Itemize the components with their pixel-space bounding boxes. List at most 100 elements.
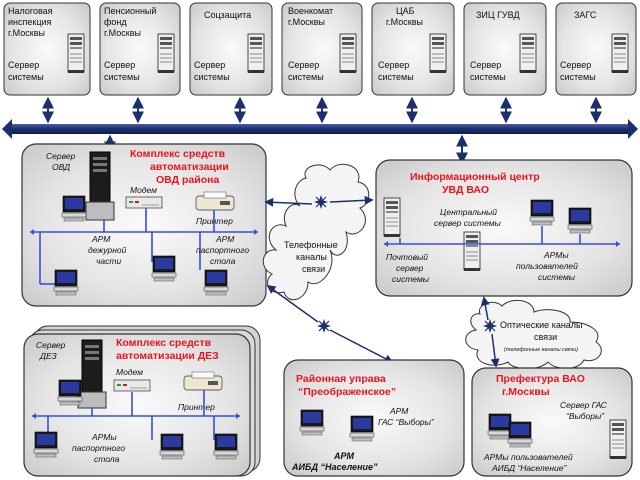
svg-text:г.Москвы: г.Москвы	[104, 28, 141, 38]
computer-icon	[33, 431, 59, 458]
info-mail-3: системы	[392, 274, 430, 284]
phone-cloud-3: связи	[302, 264, 325, 274]
star-node-icon	[316, 318, 332, 334]
svg-text:паспортного: паспортного	[72, 443, 125, 453]
ovd-complex: Сервер ОВД Комплекс средств автоматизаци…	[21, 143, 267, 307]
tax-title-1: Налоговая	[8, 6, 53, 16]
cab-server-2: системы	[378, 72, 414, 82]
ovd-server-icon	[85, 151, 115, 221]
svg-text:АИБД “Население”: АИБД “Население”	[291, 462, 378, 472]
svg-text:связи: связи	[302, 264, 325, 274]
svg-text:сервер системы: сервер системы	[434, 218, 502, 228]
tax-title-2: инспекция	[8, 17, 51, 27]
svg-text:Сервер: Сервер	[8, 60, 39, 70]
svg-text:АРМ: АРМ	[333, 451, 355, 461]
svg-text:фонд: фонд	[104, 17, 127, 27]
computer-icon	[57, 379, 83, 406]
server-tower-icon	[609, 419, 627, 460]
top-server-row: Налоговая инспекция г.Москвы Сервер сист…	[3, 2, 637, 96]
svg-text:“Преображенское”: “Преображенское”	[298, 386, 396, 398]
svg-text:связи: связи	[534, 332, 557, 342]
dez-server-label-2: ДЕЗ	[39, 351, 58, 361]
cab-title-2: г.Москвы	[386, 17, 423, 27]
svg-text:АИБД “Население”: АИБД “Население”	[491, 463, 567, 473]
svg-text:Модем: Модем	[116, 367, 143, 377]
ovd-server-label-2: ОВД	[52, 162, 70, 172]
server-tower-icon	[611, 33, 629, 74]
dez-arms-2: паспортного	[72, 443, 125, 453]
zic-title-1: ЗИЦ ГУВД	[476, 10, 520, 20]
svg-text:ГАС “Выборы”: ГАС “Выборы”	[378, 417, 435, 427]
svg-text:дежурной: дежурной	[88, 245, 127, 255]
svg-text:Налоговая: Налоговая	[8, 6, 53, 16]
ovd-arm-pass-1: АРМ	[215, 234, 235, 244]
social-server-2: системы	[194, 72, 230, 82]
server-tower-icon	[67, 33, 85, 74]
svg-text:АРМы: АРМы	[543, 250, 569, 260]
ovd-title-3: ОВД района	[156, 174, 219, 186]
svg-text:пользователей: пользователей	[516, 261, 578, 271]
svg-text:ДЕЗ: ДЕЗ	[39, 351, 58, 361]
computer-icon	[159, 433, 185, 460]
server-tower-icon	[247, 33, 265, 74]
uprava-aibd-1: АРМ	[333, 451, 355, 461]
dez-arms-1: АРМы	[91, 432, 117, 442]
svg-text:Соцзащита: Соцзащита	[204, 10, 251, 20]
cab-server-1: Сервер	[378, 60, 409, 70]
dez-printer-label: Принтер	[178, 402, 215, 412]
svg-text:АРМ: АРМ	[215, 234, 235, 244]
social-title-1: Соцзащита	[204, 10, 251, 20]
svg-text:АРМ: АРМ	[389, 406, 409, 416]
svg-text:УВД ВАО: УВД ВАО	[442, 184, 489, 196]
svg-text:Центральный: Центральный	[440, 207, 497, 217]
pref-title-2: г.Москвы	[502, 386, 550, 398]
ovd-arm-pass-2: паспортного	[196, 245, 249, 255]
svg-text:“Выборы”: “Выборы”	[566, 411, 605, 421]
info-central-2: сервер системы	[434, 218, 502, 228]
svg-text:Сервер: Сервер	[288, 60, 319, 70]
svg-text:Сервер: Сервер	[378, 60, 409, 70]
ovd-arm-pass-3: стола	[210, 256, 236, 266]
ovd-title-2: автоматизации	[150, 161, 229, 173]
pref-title-1: Префектура ВАО	[496, 373, 585, 385]
computer-icon	[299, 409, 325, 436]
svg-text:Сервер: Сервер	[104, 60, 135, 70]
svg-text:системы: системы	[392, 274, 430, 284]
optic-cloud-1: Оптические каналы	[500, 320, 583, 330]
svg-text:ЦАБ: ЦАБ	[396, 6, 415, 16]
svg-text:сервер: сервер	[396, 263, 424, 273]
server-tower-icon	[339, 33, 357, 74]
svg-text:АРМы пользователей: АРМы пользователей	[483, 452, 573, 462]
tax-server-1: Сервер	[8, 60, 39, 70]
modem-icon	[125, 196, 163, 209]
phone-channels-cloud: Телефонные каналы связи	[262, 163, 370, 334]
info-title-1: Информационный центр	[410, 171, 540, 183]
zags-server-1: Сервер	[560, 60, 591, 70]
computer-icon	[203, 269, 229, 296]
tax-server-2: системы	[8, 72, 44, 82]
computer-icon	[487, 413, 513, 440]
svg-text:Сервер: Сервер	[36, 340, 66, 350]
svg-text:г.Москвы: г.Москвы	[288, 17, 325, 27]
pref-gas-1: Сервер ГАС	[560, 400, 608, 410]
dez-server-label-1: Сервер	[36, 340, 66, 350]
military-server-2: системы	[288, 72, 324, 82]
svg-text:ОВД: ОВД	[52, 162, 70, 172]
pref-gas-2: “Выборы”	[566, 411, 605, 421]
svg-text:системы: системы	[538, 272, 576, 282]
svg-text:каналы: каналы	[296, 252, 327, 262]
uprava-gas-1: АРМ	[389, 406, 409, 416]
svg-text:Модем: Модем	[130, 185, 157, 195]
svg-text:стола: стола	[210, 256, 236, 266]
optic-cloud-sub: (телефонные каналы связи)	[504, 347, 578, 353]
server-box-military: Военкомат г.Москвы Сервер системы	[281, 2, 363, 96]
info-central-1: Центральный	[440, 207, 497, 217]
svg-text:Почтовый: Почтовый	[386, 252, 428, 262]
server-tower-icon	[383, 197, 401, 238]
svg-text:системы: системы	[288, 72, 324, 82]
computer-icon	[61, 195, 87, 222]
svg-text:системы: системы	[104, 72, 140, 82]
military-title-1: Военкомат	[288, 6, 333, 16]
dez-title-2: автоматизации ДЕЗ	[116, 350, 219, 362]
